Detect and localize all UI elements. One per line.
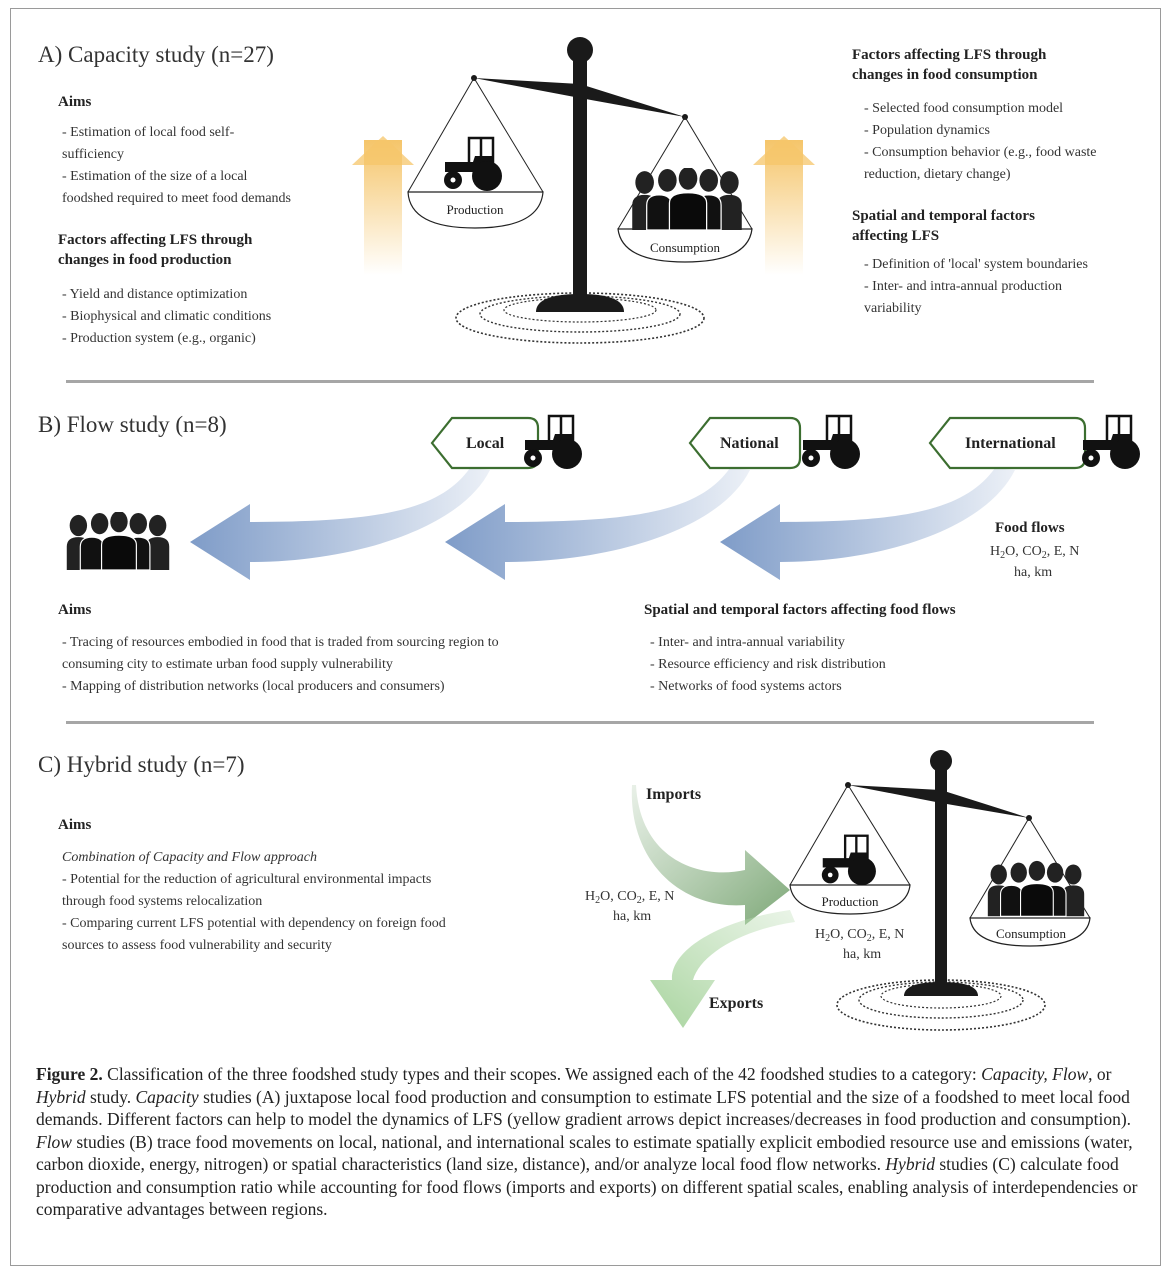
food-flows-heading: Food flows <box>995 520 1065 536</box>
section-b-factors-list: - Inter- and intra-annual variability - … <box>650 635 886 694</box>
figure-caption: Figure 2. Classification of the three fo… <box>36 1064 1138 1219</box>
imports-label: Imports <box>646 786 702 803</box>
scale-label-national: National <box>720 435 779 452</box>
caption-label: Figure 2. <box>36 1064 103 1084</box>
section-a-production-list: - Yield and distance optimization - Biop… <box>62 287 272 346</box>
section-divider-1 <box>66 380 1094 383</box>
hybrid-pan-consumption-label: Consumption <box>996 926 1067 941</box>
section-b-factors-heading: Spatial and temporal factors affecting f… <box>644 602 956 618</box>
hybrid-pan-production-label: Production <box>821 894 879 909</box>
exports-arrow <box>650 910 795 1028</box>
food-flows-units: ha, km <box>1014 565 1053 580</box>
flow-arrow-international <box>720 468 1015 580</box>
section-b-title: B) Flow study (n=8) <box>38 412 227 437</box>
imports-indicators: H2O, CO2, E, N <box>585 889 675 906</box>
section-a-consumption-list: - Selected food consumption model - Popu… <box>864 101 1097 182</box>
section-a-aims-list: - Estimation of local food self- suffici… <box>62 125 291 206</box>
flow-arrow-national <box>445 468 750 580</box>
flow-arrow-local <box>190 468 490 580</box>
section-a-spatial-heading: Spatial and temporal factors affecting L… <box>852 208 1035 244</box>
section-c-aims-list: Combination of Capacity and Flow approac… <box>62 850 446 953</box>
section-a-aims-heading: Aims <box>58 94 92 110</box>
scale-label-local: Local <box>466 435 505 452</box>
imports-units: ha, km <box>613 909 652 924</box>
food-flows-indicators: H2O, CO2, E, N <box>990 544 1080 561</box>
flow-diagram <box>66 414 1142 580</box>
section-a-title: A) Capacity study (n=27) <box>38 42 274 67</box>
section-c-aims-heading: Aims <box>58 817 92 833</box>
section-a-spatial-list: - Definition of 'local' system boundarie… <box>864 257 1088 316</box>
section-c-title: C) Hybrid study (n=7) <box>38 752 245 777</box>
section-divider-2 <box>66 721 1094 724</box>
pan-production-label: Production <box>446 202 504 217</box>
pan-consumption-label: Consumption <box>650 240 721 255</box>
imports-arrow <box>631 785 790 925</box>
hybrid-balance-scale: Production Consumption <box>631 750 1091 1031</box>
figure-frame <box>10 8 1161 1266</box>
section-a-production-heading: Factors affecting LFS through changes in… <box>58 232 253 268</box>
production-indicators: H2O, CO2, E, N <box>815 927 905 944</box>
section-b-aims-list: - Tracing of resources embodied in food … <box>62 635 499 694</box>
capacity-balance-scale: Production Consumption <box>352 37 815 344</box>
section-a-consumption-heading: Factors affecting LFS through changes in… <box>852 47 1047 83</box>
exports-label: Exports <box>709 995 764 1012</box>
section-b-aims-heading: Aims <box>58 602 92 618</box>
production-units: ha, km <box>843 947 882 962</box>
consumers-icon <box>66 512 170 570</box>
scale-label-international: International <box>965 435 1056 452</box>
